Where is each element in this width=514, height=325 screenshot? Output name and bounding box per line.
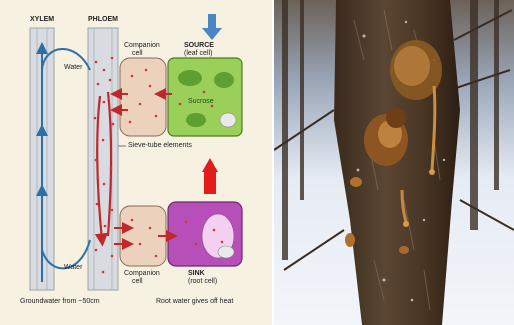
- transport-diagram: XYLEM PHLOEM Companion cell SOURCE (leaf…: [0, 0, 272, 325]
- companion-cell-top: [120, 58, 166, 136]
- sieve-tube-label: Sieve-tube elements: [128, 142, 192, 150]
- companion-bottom-label-2: cell: [132, 278, 143, 286]
- tree-trunk-photo: [274, 0, 514, 325]
- companion-top-label-1: Companion: [124, 42, 160, 50]
- source-subtitle: (leaf cell): [184, 50, 212, 58]
- sucrose-label: Sucrose: [188, 98, 214, 106]
- phloem-tube: [88, 28, 118, 290]
- phloem-label: PHLOEM: [88, 16, 118, 24]
- photo-graphic: [274, 0, 514, 325]
- source-title: SOURCE: [184, 42, 214, 50]
- water-label-top: Water: [64, 64, 82, 72]
- footer-right-caption: Root water gives off heat: [156, 298, 233, 306]
- companion-bottom-label-1: Companion: [124, 270, 160, 278]
- source-leaf-cell: [168, 58, 242, 136]
- sink-title: SINK: [188, 270, 205, 278]
- sink-indicator-arrow: [202, 158, 218, 194]
- water-label-bottom: Water: [64, 264, 82, 272]
- sink-subtitle: (root cell): [188, 278, 217, 286]
- sink-root-cell: [168, 202, 242, 266]
- companion-top-label-2: cell: [132, 50, 143, 58]
- footer-left-caption: Groundwater from ~50cm: [20, 298, 100, 306]
- source-indicator-arrow: [202, 14, 222, 40]
- xylem-label: XYLEM: [30, 16, 54, 24]
